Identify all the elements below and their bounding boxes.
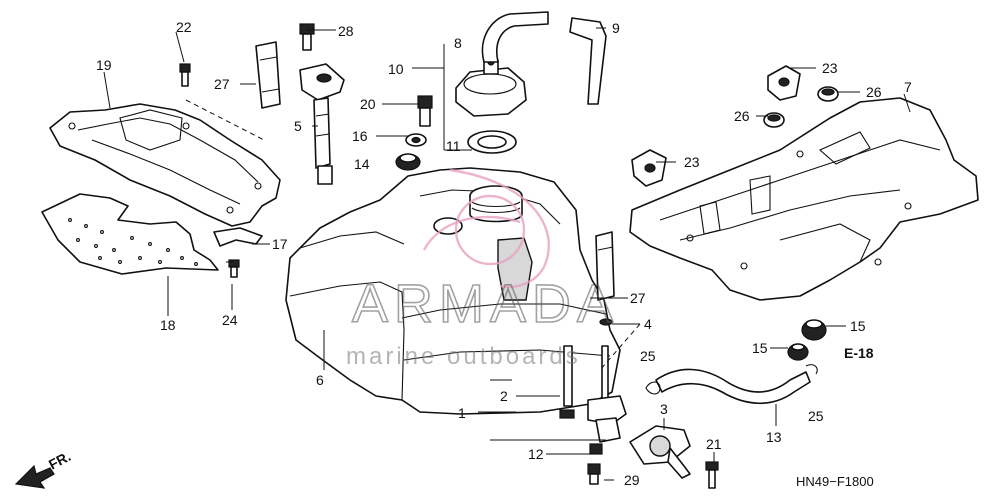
armada-watermark-logo — [422, 168, 550, 289]
callout-23-upper: 23 — [822, 60, 838, 76]
strap-part-27-left — [255, 41, 281, 109]
grommet-part-23-lower — [631, 149, 667, 187]
callout-27-left: 27 — [214, 76, 230, 92]
bolt-part-22 — [179, 63, 191, 87]
grommet-part-14 — [395, 153, 421, 171]
right-cover-part-7 — [629, 97, 979, 301]
callout-7: 7 — [904, 79, 912, 95]
strap-part-27-right — [595, 231, 615, 301]
callout-26-upper: 26 — [866, 84, 882, 100]
front-direction-arrow: FR. — [14, 448, 73, 489]
under-plate-part-18 — [41, 193, 219, 275]
callout-15-lower: 15 — [752, 340, 768, 356]
washer-part-4 — [599, 318, 613, 326]
fuel-valve-part-2 — [559, 345, 627, 425]
callout-12: 12 — [528, 446, 544, 462]
callout-5: 5 — [294, 118, 302, 134]
callout-10: 10 — [388, 61, 404, 77]
callout-27-right: 27 — [630, 290, 646, 306]
callout-16: 16 — [352, 128, 368, 144]
front-arrow-icon — [14, 464, 55, 489]
bolt-part-21 — [705, 461, 719, 489]
callout-13: 13 — [766, 429, 782, 445]
callout-19: 19 — [96, 57, 112, 73]
left-cover-part-19 — [49, 103, 281, 227]
callout-3: 3 — [660, 401, 668, 417]
callout-8: 8 — [454, 35, 462, 51]
callout-6: 6 — [316, 372, 324, 388]
callout-28: 28 — [338, 23, 354, 39]
cap-part-26-lower — [763, 112, 785, 128]
bolt-part-24 — [228, 259, 240, 278]
callout-23-lower: 23 — [684, 154, 700, 170]
valve-body-part-12 — [589, 417, 621, 455]
cap-part-26-upper — [817, 86, 839, 102]
callout-2: 2 — [500, 388, 508, 404]
callout-22: 22 — [176, 19, 192, 35]
callout-21: 21 — [706, 436, 722, 452]
bolt-part-29 — [587, 463, 601, 485]
callout-4: 4 — [644, 316, 652, 332]
watermark-brand: ARMADA — [352, 274, 619, 334]
callout-9: 9 — [612, 20, 620, 36]
callout-11: 11 — [446, 138, 461, 154]
callout-24: 24 — [222, 312, 238, 328]
diagram-code: HN49−F1800 — [796, 474, 874, 489]
cushion-part-15-lower — [787, 343, 809, 361]
grommet-part-16 — [405, 133, 427, 147]
fuel-sender-part-5 — [299, 63, 345, 185]
watermark-tagline: marine outboards — [346, 343, 581, 370]
callout-15-upper: 15 — [850, 318, 866, 334]
callout-25-lower: 25 — [808, 408, 824, 424]
callout-20: 20 — [360, 96, 376, 112]
fuel-hose-part-13 — [645, 364, 818, 405]
callout-14: 14 — [354, 156, 370, 172]
callout-17: 17 — [272, 236, 288, 252]
breather-hose-part-9 — [481, 11, 607, 105]
fuel-cap-part-10 — [455, 58, 527, 117]
leader-lines — [103, 27, 911, 481]
bolt-part-28 — [299, 23, 315, 51]
gasket-part-11 — [467, 130, 517, 154]
callout-25-upper: 25 — [640, 348, 656, 364]
callout-29: 29 — [624, 472, 640, 488]
armada-watermark: ARMADA marine outboards — [346, 168, 619, 370]
callout-26-lower: 26 — [734, 108, 750, 124]
clip-part-17 — [213, 227, 263, 247]
callouts: 22 28 27 19 5 8 10 20 16 14 11 9 17 24 1… — [96, 19, 912, 488]
valve-lever-part-3 — [629, 425, 691, 479]
callout-1: 1 — [458, 405, 466, 421]
grommet-part-23-upper — [767, 65, 801, 101]
callout-18: 18 — [160, 317, 176, 333]
cushion-part-15-upper — [801, 319, 827, 341]
exploded-ref-label: E-18 — [844, 345, 874, 361]
bolt-part-20 — [417, 95, 433, 127]
